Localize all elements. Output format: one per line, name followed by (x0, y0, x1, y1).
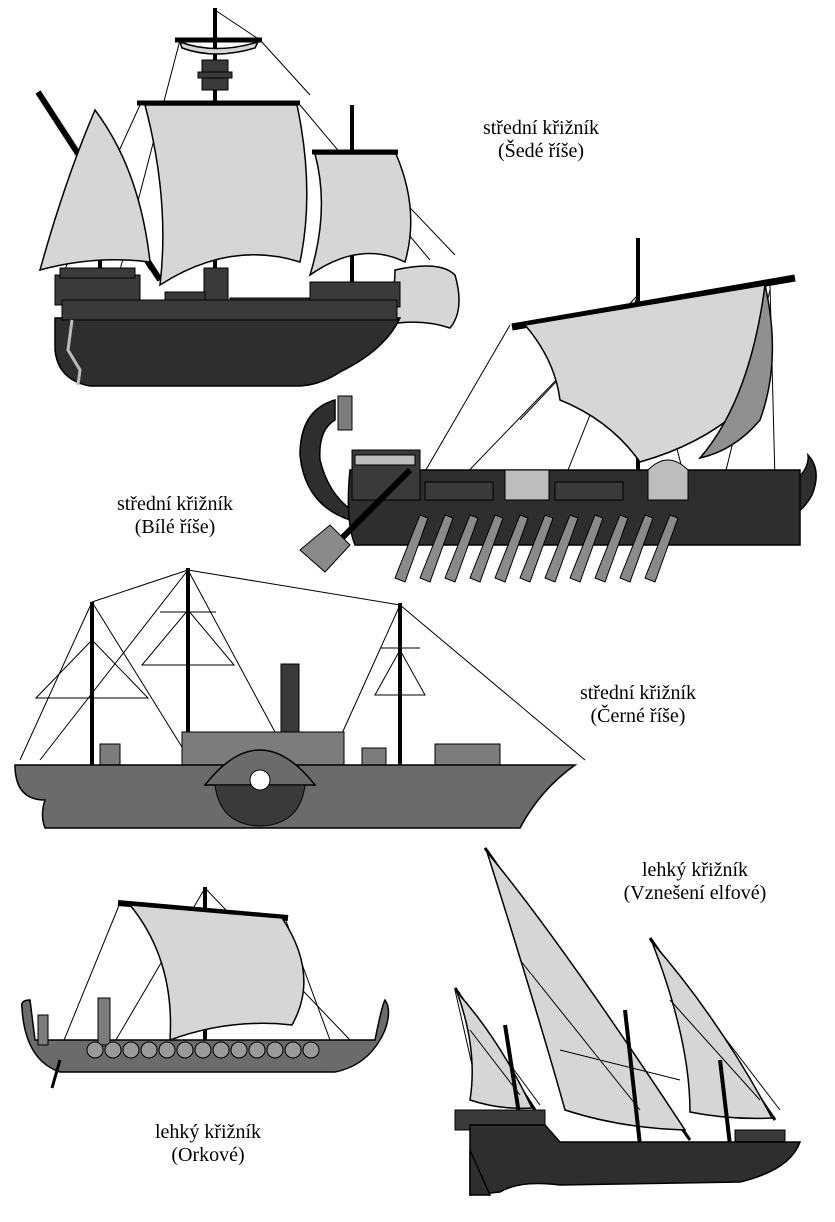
caption-white-realm: střední křižník (Bílé říše) (90, 493, 260, 539)
ship-class-label: lehký křižník (154, 1121, 262, 1143)
ship-faction-label: (Vznešení elfové) (623, 882, 767, 904)
ship-faction-label: (Bílé říše) (134, 516, 216, 538)
caption-high-elves: lehký křižník (Vznešení elfové) (600, 859, 790, 905)
longship-orcs (20, 887, 390, 1089)
ship-faction-label: (Šedé říše) (497, 140, 585, 162)
ship-class-label: střední křižník (482, 117, 600, 139)
caption-orcs: lehký křižník (Orkové) (123, 1121, 293, 1167)
trireme-white-realm (299, 238, 817, 583)
ship-faction-label: (Černé říše) (590, 705, 686, 727)
lateen-ship-high-elves (453, 847, 802, 1196)
ship-faction-label: (Orkové) (171, 1144, 245, 1166)
caption-grey-realm: střední křižník (Šedé říše) (456, 117, 626, 163)
ship-class-label: střední křižník (579, 682, 697, 704)
paddle-steamer-black-realm (14, 568, 586, 829)
ship-class-label: střední křižník (116, 493, 234, 515)
caption-black-realm: střední křižník (Černé říše) (553, 682, 723, 728)
carrack-grey-realm (35, 8, 460, 387)
ship-class-label: lehký křižník (641, 859, 749, 881)
